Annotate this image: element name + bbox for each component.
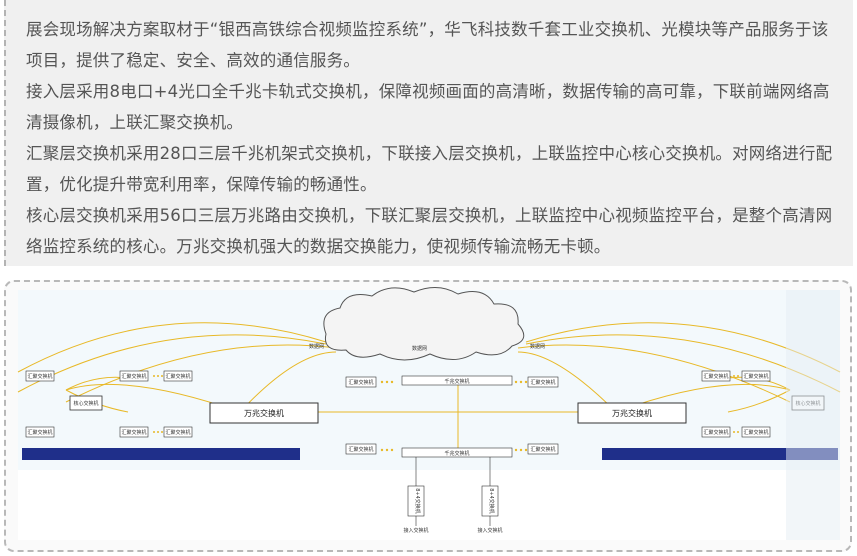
- core-node-left: 核心交换机: [69, 395, 103, 411]
- svg-text:汇聚交换机: 汇聚交换机: [27, 373, 52, 380]
- svg-text:汇聚交换机: 汇聚交换机: [165, 373, 190, 380]
- svg-text:汇聚交换机: 汇聚交换机: [27, 429, 52, 436]
- cloud-label-left: 数据网: [309, 343, 324, 350]
- svg-text:汇聚交换机: 汇聚交换机: [703, 429, 728, 436]
- right-band: [602, 448, 838, 460]
- core-switch-right: 万兆交换机: [577, 402, 687, 424]
- center-agg-nodes: 汇聚交换机 千兆交换机 汇聚交换机 汇聚交换机 千兆交换机 汇聚交换机: [345, 375, 559, 458]
- svg-text:万兆交换机: 万兆交换机: [612, 408, 652, 418]
- svg-text:接入交换机: 接入交换机: [403, 527, 428, 534]
- svg-text:万兆交换机: 万兆交换机: [244, 408, 284, 418]
- agg-nodes-left: 汇聚交换机 汇聚交换机 汇聚交换机 汇聚交换机 汇聚交换机 汇聚交换机: [25, 370, 193, 438]
- svg-text:汇聚交换机: 汇聚交换机: [703, 373, 728, 380]
- paragraph-4: 核心层交换机采用56口三层万兆路由交换机，下联汇聚层交换机，上联监控中心视频监控…: [26, 206, 833, 256]
- svg-text:汇聚交换机: 汇聚交换机: [121, 373, 146, 380]
- paragraph-3: 汇聚层交换机采用28口三层千兆机架式交换机，下联接入层交换机，上联监控中心核心交…: [26, 144, 833, 194]
- svg-text:8+4交换机: 8+4交换机: [488, 488, 495, 514]
- left-band: [22, 448, 300, 460]
- paragraph-1: 展会现场解决方案取材于“银西高铁综合视频监控系统”，华飞科技数千套工业交换机、光…: [26, 20, 829, 70]
- data-network-cloud: [323, 287, 525, 361]
- core-switch-left: 万兆交换机: [209, 402, 319, 424]
- svg-text:汇聚交换机: 汇聚交换机: [743, 373, 768, 380]
- agg-nodes-right: 汇聚交换机 汇聚交换机 汇聚交换机 汇聚交换机: [701, 370, 771, 438]
- right-edge-shade: [786, 290, 840, 540]
- cloud-label-right: 数据网: [530, 343, 545, 350]
- link-dots: [153, 375, 739, 452]
- svg-text:汇聚交换机: 汇聚交换机: [348, 446, 373, 453]
- description-panel: 展会现场解决方案取材于“银西高铁综合视频监控系统”，华飞科技数千套工业交换机、光…: [4, 0, 853, 266]
- cloud-label-center: 数据网: [412, 345, 427, 352]
- svg-text:汇聚交换机: 汇聚交换机: [530, 379, 555, 386]
- svg-text:核心交换机: 核心交换机: [73, 400, 98, 407]
- network-diagram-figure: 数据网 数据网 数据网 万兆交换机 万兆交换机 核心交换机 核心交: [4, 280, 852, 552]
- svg-text:汇聚交换机: 汇聚交换机: [530, 446, 555, 453]
- svg-text:汇聚交换机: 汇聚交换机: [165, 429, 190, 436]
- svg-text:汇聚交换机: 汇聚交换机: [743, 429, 768, 436]
- svg-text:汇聚交换机: 汇聚交换机: [121, 429, 146, 436]
- paragraph-2: 接入层采用8电口+4光口全千兆卡轨式交换机，保障视频画面的高清晰，数据传输的高可…: [26, 82, 830, 132]
- network-topology-diagram: 数据网 数据网 数据网 万兆交换机 万兆交换机 核心交换机 核心交: [17, 287, 841, 540]
- access-switches: 8+4交换机 8+4交换机 接入交换机 接入交换机: [403, 457, 503, 534]
- svg-text:千兆交换机: 千兆交换机: [444, 378, 469, 385]
- svg-text:接入交换机: 接入交换机: [477, 527, 502, 534]
- svg-text:千兆交换机: 千兆交换机: [444, 450, 469, 457]
- svg-text:8+4交换机: 8+4交换机: [414, 488, 421, 514]
- svg-text:汇聚交换机: 汇聚交换机: [348, 379, 373, 386]
